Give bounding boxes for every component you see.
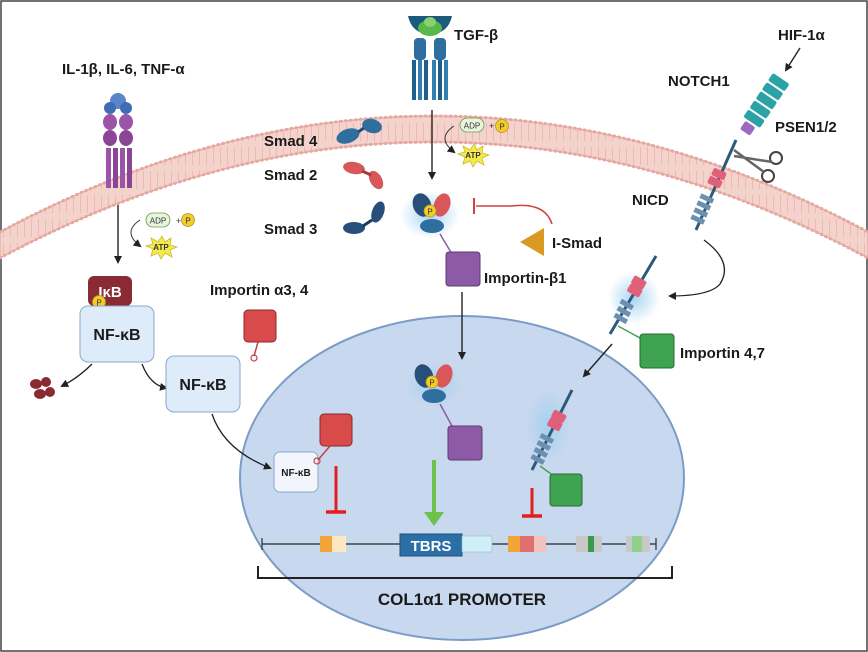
smad-complex-nucleus: P <box>414 364 453 403</box>
smad-complex-cytoplasm: P <box>412 193 451 233</box>
nicd-release-arrow <box>668 239 725 300</box>
tgf-receptor <box>408 16 452 100</box>
cytokine-receptor <box>103 93 133 188</box>
nicd-nucleus <box>530 389 574 471</box>
ismad-protein <box>520 228 544 256</box>
phosphate-label: P <box>185 217 190 226</box>
smad2-protein <box>343 161 384 190</box>
psen-label: PSEN1/2 <box>775 119 837 136</box>
smad4-protein <box>336 118 382 144</box>
notch1-label: NOTCH1 <box>668 73 730 90</box>
nfkb-cytoplasm-box <box>79 305 155 363</box>
proteasome-icon <box>30 377 55 399</box>
adp-label-left: ADP <box>150 217 166 226</box>
nicd-free <box>608 255 658 335</box>
nfkb-nucleus-label: NF-κB <box>281 468 310 479</box>
nfkb-bound-label: NF-κB <box>179 377 226 394</box>
phosphate-label: P <box>96 299 101 308</box>
notch-membrane-segment <box>690 139 738 231</box>
tbrs-label: TBRS <box>411 538 452 555</box>
importin-a34-protein <box>243 309 277 343</box>
atp-label-tgf: ATP <box>465 151 481 160</box>
nfkb-arrow-1 <box>141 363 168 391</box>
nicd-nucleus-glow <box>526 390 570 462</box>
phosphate-label: P <box>499 123 504 132</box>
tgf-activate-head <box>424 512 444 526</box>
promoter-label: COL1α1 PROMOTER <box>378 590 546 609</box>
smad3-label: Smad 3 <box>264 221 317 238</box>
ikb-label: IκB <box>98 284 122 301</box>
smad4-label: Smad 4 <box>264 133 318 150</box>
importin-b1-linker <box>439 233 453 255</box>
nicd-label: NICD <box>632 192 669 209</box>
importin-47-nucleus <box>549 473 583 507</box>
adp-badge-tgf <box>459 117 485 133</box>
phosphate-icon <box>181 213 195 227</box>
atp-arrow-tgf <box>444 125 456 154</box>
ismad-label: I-Smad <box>552 235 602 252</box>
atp-burst-icon <box>144 235 179 260</box>
scissors-icon <box>733 148 783 183</box>
importin-47-label: Importin 4,7 <box>680 345 765 362</box>
nfkb-bound-box <box>165 355 241 413</box>
hif-arrow <box>784 47 801 72</box>
phosphate-label: P <box>427 208 432 217</box>
importin-a34-linker <box>253 341 259 357</box>
plus-left: + <box>176 216 181 226</box>
notch1-receptor <box>740 73 789 135</box>
atp-burst-icon <box>456 143 491 168</box>
importin-b1-label: Importin-β1 <box>484 270 567 287</box>
degradation-arrow <box>60 363 93 387</box>
importin-b1-nucleus <box>447 425 483 461</box>
smad2-label: Smad 2 <box>264 167 317 184</box>
tgf-label: TGF-β <box>454 27 498 44</box>
smad3-protein <box>343 201 385 234</box>
cell-membrane <box>0 114 868 260</box>
atp-arrow-left <box>130 219 142 248</box>
importin-a-nucleus <box>319 413 353 447</box>
importin-47-protein <box>639 333 675 369</box>
atp-label-left: ATP <box>153 243 169 252</box>
hif-label: HIF-1α <box>778 27 826 44</box>
promoter-bracket <box>257 566 673 579</box>
nfkb-binding-site <box>320 536 332 552</box>
importin-a34-label: Importin α3, 4 <box>210 282 309 299</box>
cytokines-label: IL-1β, IL-6, TNF-α <box>62 61 185 78</box>
adp-label-tgf: ADP <box>464 122 480 131</box>
ismad-inhibit-line <box>476 204 553 225</box>
nfkb-nucleus-arrow <box>211 413 272 470</box>
phosphate-icon <box>495 119 509 133</box>
nfkb-cytoplasm-label: NF-κB <box>93 327 140 344</box>
nfkb-nucleus-box <box>273 451 319 493</box>
nicd-nucleus-arrow <box>582 343 613 378</box>
adp-badge-left <box>145 212 171 228</box>
plus-tgf: + <box>489 121 494 131</box>
promoter-dna: TBRS <box>261 533 657 557</box>
importin-b1-protein <box>445 251 481 287</box>
notch-binding-site <box>508 536 520 552</box>
phosphate-label: P <box>429 379 434 388</box>
